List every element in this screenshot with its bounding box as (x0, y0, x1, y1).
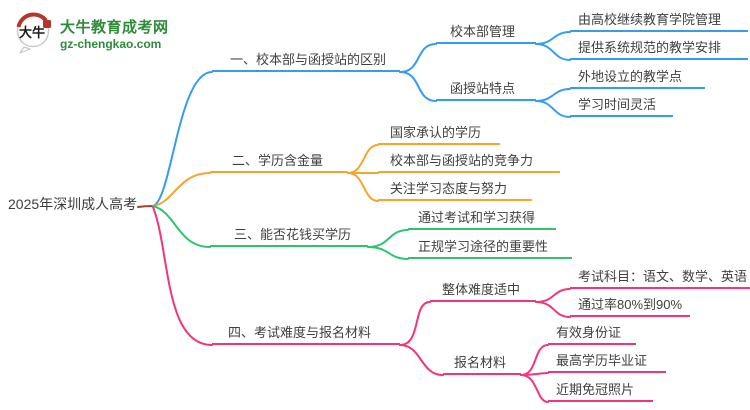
leaf-4-2-1: 有效身份证 (548, 323, 636, 345)
svg-text:大牛: 大牛 (19, 25, 45, 40)
subtopic-4-2: 报名材料 (443, 353, 521, 375)
logo-text-block: 大牛教育成考网 gz-chengkao.com (60, 12, 169, 51)
leaf-1-2-1: 外地设立的教学点 (570, 67, 705, 89)
root-node: 2025年深圳成人高考 (8, 196, 138, 212)
site-logo[interactable]: 大牛 大牛教育成考网 gz-chengkao.com (16, 12, 169, 54)
leaf-4-2-3: 近期免冠照片 (548, 380, 653, 402)
leaf-2-3: 关注学习态度与努力 (378, 179, 532, 201)
logo-title: 大牛教育成考网 (60, 19, 169, 36)
main-topic-4: 四、考试难度与报名材料 (212, 323, 400, 345)
subtopic-1-1: 校本部管理 (436, 22, 536, 44)
leaf-4-1-1: 考试科目：语文、数学、英语 (570, 267, 750, 289)
leaf-4-1-2: 通过率80%到90% (570, 295, 690, 317)
subtopic-4-1: 整体难度适中 (430, 280, 536, 302)
leaf-4-2-2: 最高学历毕业证 (548, 351, 666, 373)
main-topic-1: 一、校本部与函授站的区别 (212, 50, 400, 72)
leaf-3-1: 通过考试和学习获得 (408, 208, 556, 230)
leaf-2-1: 国家承认的学历 (378, 123, 500, 145)
leaf-1-2-2: 学习时间灵活 (570, 95, 673, 117)
logo-bull-icon: 大牛 (16, 12, 51, 54)
leaf-1-1-2: 提供系统规范的教学安排 (570, 38, 748, 60)
main-topic-2: 二、学历含金量 (210, 151, 348, 173)
leaf-2-2: 校本部与函授站的竞争力 (378, 151, 560, 173)
subtopic-1-2: 函授站特点 (436, 79, 536, 101)
leaf-1-1-1: 由高校继续教育学院管理 (570, 10, 748, 32)
leaf-3-2: 正规学习途径的重要性 (408, 237, 572, 259)
logo-url: gz-chengkao.com (60, 37, 162, 51)
main-topic-3: 三、能否花钱买学历 (210, 225, 368, 247)
